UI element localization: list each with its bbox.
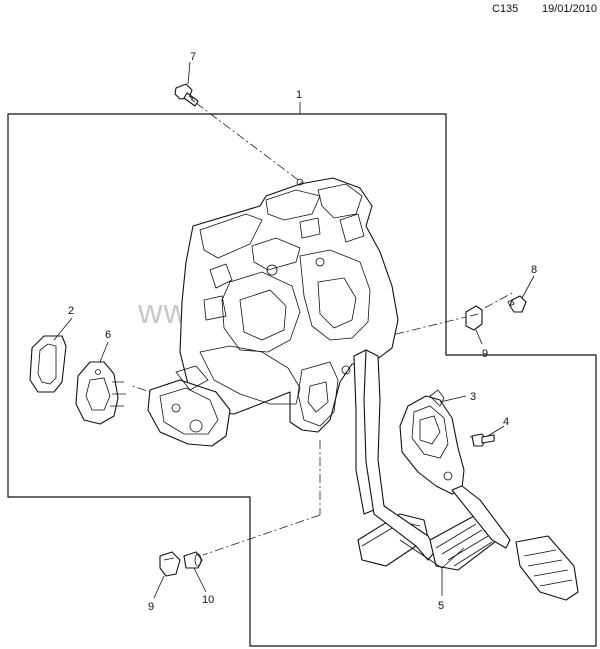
brake-pedal-pad (363, 349, 501, 571)
callout-9-upper: 9 (482, 348, 488, 360)
callout-4: 4 (503, 416, 509, 428)
diagram-code: C135 (492, 3, 519, 15)
diagram-date: 19/01/2010 (542, 3, 598, 15)
pin-10 (183, 551, 203, 569)
callout-1: 1 (296, 89, 302, 101)
plate-6 (75, 361, 126, 425)
callout-2: 2 (68, 305, 74, 317)
pedal-bracket-1 (147, 177, 399, 515)
callout-7: 7 (190, 51, 196, 63)
clip-9-lower (159, 551, 181, 577)
pedal-mechanism-3 (399, 389, 465, 495)
callout-8: 8 (531, 264, 537, 276)
accelerator-pedal-pad (451, 485, 579, 601)
leader-lines (53, 61, 535, 599)
callout-9-lower: 9 (148, 601, 154, 613)
screw-8 (507, 295, 527, 313)
callout-6: 6 (105, 329, 111, 341)
bolt-7 (174, 83, 199, 107)
assembly-frame (7, 113, 597, 647)
callout-10: 10 (202, 594, 214, 606)
callouts: 1 2 3 4 5 6 7 8 9 9 10 (68, 51, 537, 613)
clip-9-upper (465, 305, 483, 331)
bolt-4 (471, 433, 495, 447)
callout-3: 3 (470, 391, 476, 403)
grommet-2 (29, 335, 67, 393)
callout-5: 5 (438, 600, 444, 612)
